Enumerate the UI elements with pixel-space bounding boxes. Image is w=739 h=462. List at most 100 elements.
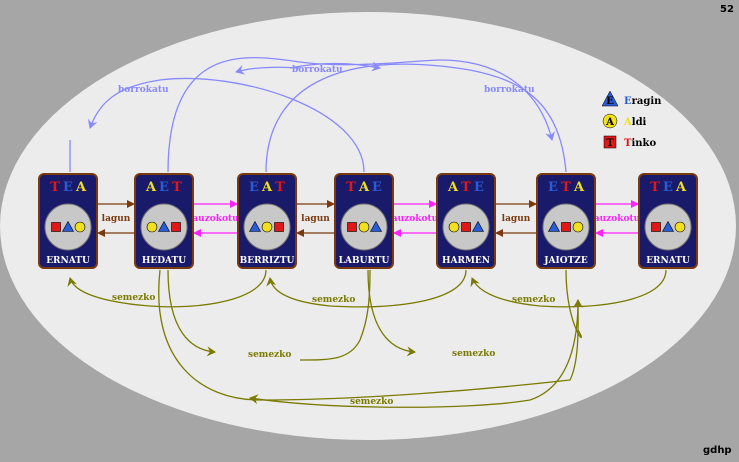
semezko-arrow (67, 269, 267, 308)
borrokatu-arrow-to-ernatu (87, 77, 365, 173)
node-letter: T (561, 180, 571, 195)
borrokatu-arrow-mid (289, 61, 381, 72)
semezko-label: semezko (452, 349, 495, 359)
node-letter: T (275, 180, 285, 195)
blue-triangle-icon (369, 220, 383, 232)
node-name: BERRIZTU (240, 256, 295, 266)
semezko-arrow (158, 269, 584, 401)
yellow-circle-icon (146, 221, 158, 233)
red-square-icon (171, 222, 181, 232)
node-letter: A (145, 180, 157, 195)
node-letter: T (650, 180, 660, 195)
node-letter: E (663, 180, 673, 195)
legend-triangle-icon (601, 90, 619, 107)
yellow-circle-icon (261, 221, 273, 233)
node-letter: A (447, 180, 459, 195)
node-letter: E (548, 180, 558, 195)
blue-triangle-icon (248, 220, 262, 232)
edge-label-auzokotu: auzokotu (594, 214, 641, 224)
borrokatu-label: borrokatu (118, 85, 169, 95)
legend-letter: E (606, 96, 614, 107)
semezko-arrow (249, 299, 579, 408)
legend-letter: T (606, 138, 614, 149)
red-square-icon (561, 222, 571, 232)
node-letter: A (358, 180, 370, 195)
legend-letter: A (605, 117, 614, 128)
borrokatu-arc-right (265, 63, 567, 173)
between-node-arrows: lagun auzokotu lagun auzokotu lagun auzokotu (97, 200, 641, 237)
edge-label-lagun: lagun (502, 214, 531, 224)
red-square-icon (274, 222, 284, 232)
semezko-arrow (367, 269, 416, 357)
node-letter: E (159, 180, 169, 195)
blue-triangle-icon (547, 220, 561, 232)
node-name: JAIOTZE (543, 256, 588, 266)
yellow-circle-icon (74, 221, 86, 233)
semezko-arrow (470, 269, 667, 308)
node-letter: A (675, 180, 687, 195)
node-name: ERNATU (646, 256, 690, 266)
semezko-arrows: semezko semezko semezko semezko semezko semez… (67, 269, 667, 408)
borrokatu-label: borrokatu (484, 85, 535, 95)
borrokatu-arrow-to-jaiotze (439, 59, 555, 141)
node-name: HARMEN (442, 256, 490, 266)
legend-label: Eragin (624, 96, 662, 107)
semezko-arrow (299, 269, 371, 361)
node-name: HEDATU (142, 256, 186, 266)
node-letter: A (75, 180, 87, 195)
borrokatu-arrow-mid-left (235, 64, 301, 75)
semezko-arrow (266, 269, 467, 308)
edge-label-lagun: lagun (301, 214, 330, 224)
red-square-icon (651, 222, 661, 232)
node-letter: A (573, 180, 585, 195)
edge-label-auzokotu: auzokotu (192, 214, 239, 224)
edge-label-auzokotu: auzokotu (392, 214, 439, 224)
borrokatu-label: borrokatu (292, 65, 343, 75)
node-letter: T (172, 180, 182, 195)
node-letter: E (63, 180, 73, 195)
semezko-label: semezko (350, 397, 393, 407)
yellow-circle-icon (572, 221, 584, 233)
semezko-arrow (167, 269, 216, 357)
red-square-icon (347, 222, 357, 232)
blue-triangle-icon (471, 220, 485, 232)
legend-label: Tinko (624, 138, 656, 149)
node-letter: T (50, 180, 60, 195)
node-name: ERNATU (46, 256, 90, 266)
yellow-circle-icon (358, 221, 370, 233)
blue-triangle-icon (661, 220, 675, 232)
legend-square-icon (603, 135, 617, 149)
red-square-icon (461, 222, 471, 232)
semezko-label: semezko (112, 293, 155, 303)
blue-triangle-icon (157, 220, 171, 232)
legend-circle-icon (602, 113, 618, 129)
node-letter: T (461, 180, 471, 195)
borrokatu-arrows: borrokatu borrokatu borrokatu (69, 57, 567, 173)
semezko-label: semezko (312, 295, 355, 305)
yellow-circle-icon (448, 221, 460, 233)
node-letter: T (346, 180, 356, 195)
semezko-label: semezko (512, 295, 555, 305)
semezko-label: semezko (248, 350, 291, 360)
credit-label: gdhp (703, 445, 732, 456)
edge-label-lagun: lagun (102, 214, 131, 224)
node-letter: A (261, 180, 273, 195)
node-letter: E (474, 180, 484, 195)
yellow-circle-icon (674, 221, 686, 233)
blue-triangle-icon (61, 220, 75, 232)
legend-label: Aldi (623, 117, 647, 128)
node-name: LABURTU (339, 256, 390, 266)
node-letter: E (372, 180, 382, 195)
page-number: 52 (720, 4, 734, 15)
